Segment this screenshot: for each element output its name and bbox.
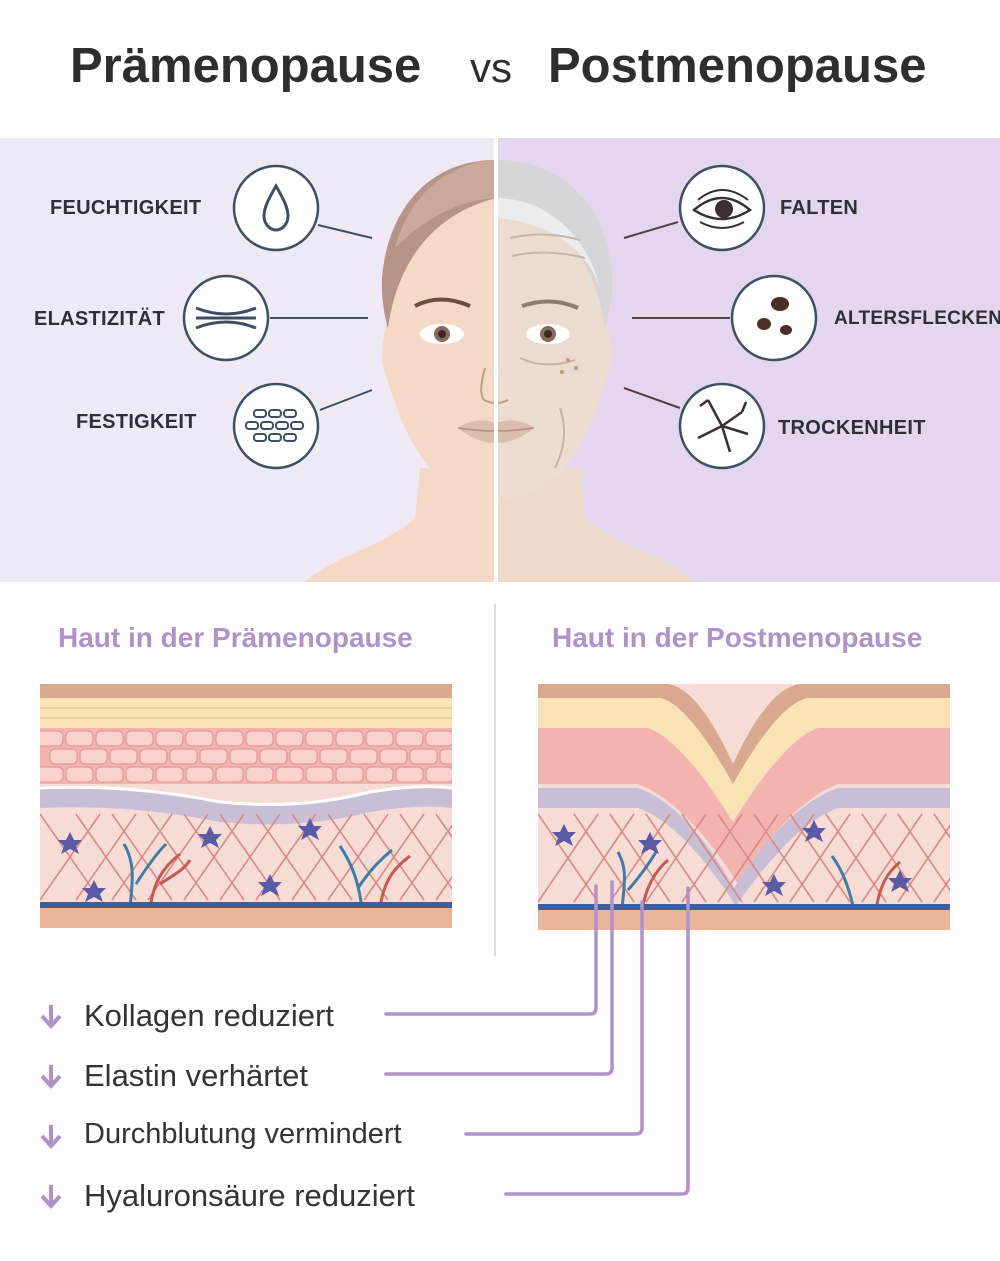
skin-section-postmenopause: [538, 684, 950, 930]
face-comparison-panel: FEUCHTIGKEIT ELASTIZITÄT FESTIGKEIT FALT…: [0, 138, 1000, 582]
effect-label: Durchblutung vermindert: [84, 1118, 402, 1150]
title-premenopause: Prämenopause: [70, 39, 422, 93]
face-illustration: [0, 138, 1000, 582]
title-vs: vs: [470, 44, 512, 91]
heading-skin-premenopause: Haut in der Prämenopause: [58, 622, 413, 653]
title-postmenopause: Postmenopause: [548, 39, 927, 93]
cell-grid-icon: [232, 382, 320, 470]
heading-skin-postmenopause: Haut in der Postmenopause: [552, 622, 923, 653]
label-trockenheit: TROCKENHEIT: [778, 417, 926, 439]
arrow-down-icon: [40, 1005, 62, 1029]
label-elastizitaet: ELASTIZITÄT: [34, 308, 166, 330]
effect-connector-lines: [384, 880, 690, 1196]
effect-label: Elastin verhärtet: [84, 1058, 308, 1093]
cracked-skin-icon: [678, 382, 766, 470]
section-divider: [494, 604, 496, 956]
label-falten: FALTEN: [780, 197, 859, 219]
arrow-down-icon: [40, 1185, 62, 1209]
elastic-lines-icon: [182, 274, 270, 362]
wrinkled-eye-icon: [678, 164, 766, 252]
label-altersflecken: ALTERSFLECKEN: [834, 308, 1000, 329]
arrow-down-icon: [40, 1125, 62, 1149]
label-festigkeit: FESTIGKEIT: [76, 411, 197, 433]
skin-section-premenopause: [40, 684, 452, 928]
label-feuchtigkeit: FEUCHTIGKEIT: [50, 197, 202, 219]
effect-label: Kollagen reduziert: [84, 998, 334, 1033]
water-drop-icon: [232, 164, 320, 252]
age-spots-icon: [730, 274, 818, 362]
effect-label: Hyaluronsäure reduziert: [84, 1178, 415, 1213]
arrow-down-icon: [40, 1065, 62, 1089]
title-row: Prämenopause vs Postmenopause: [0, 0, 1000, 138]
